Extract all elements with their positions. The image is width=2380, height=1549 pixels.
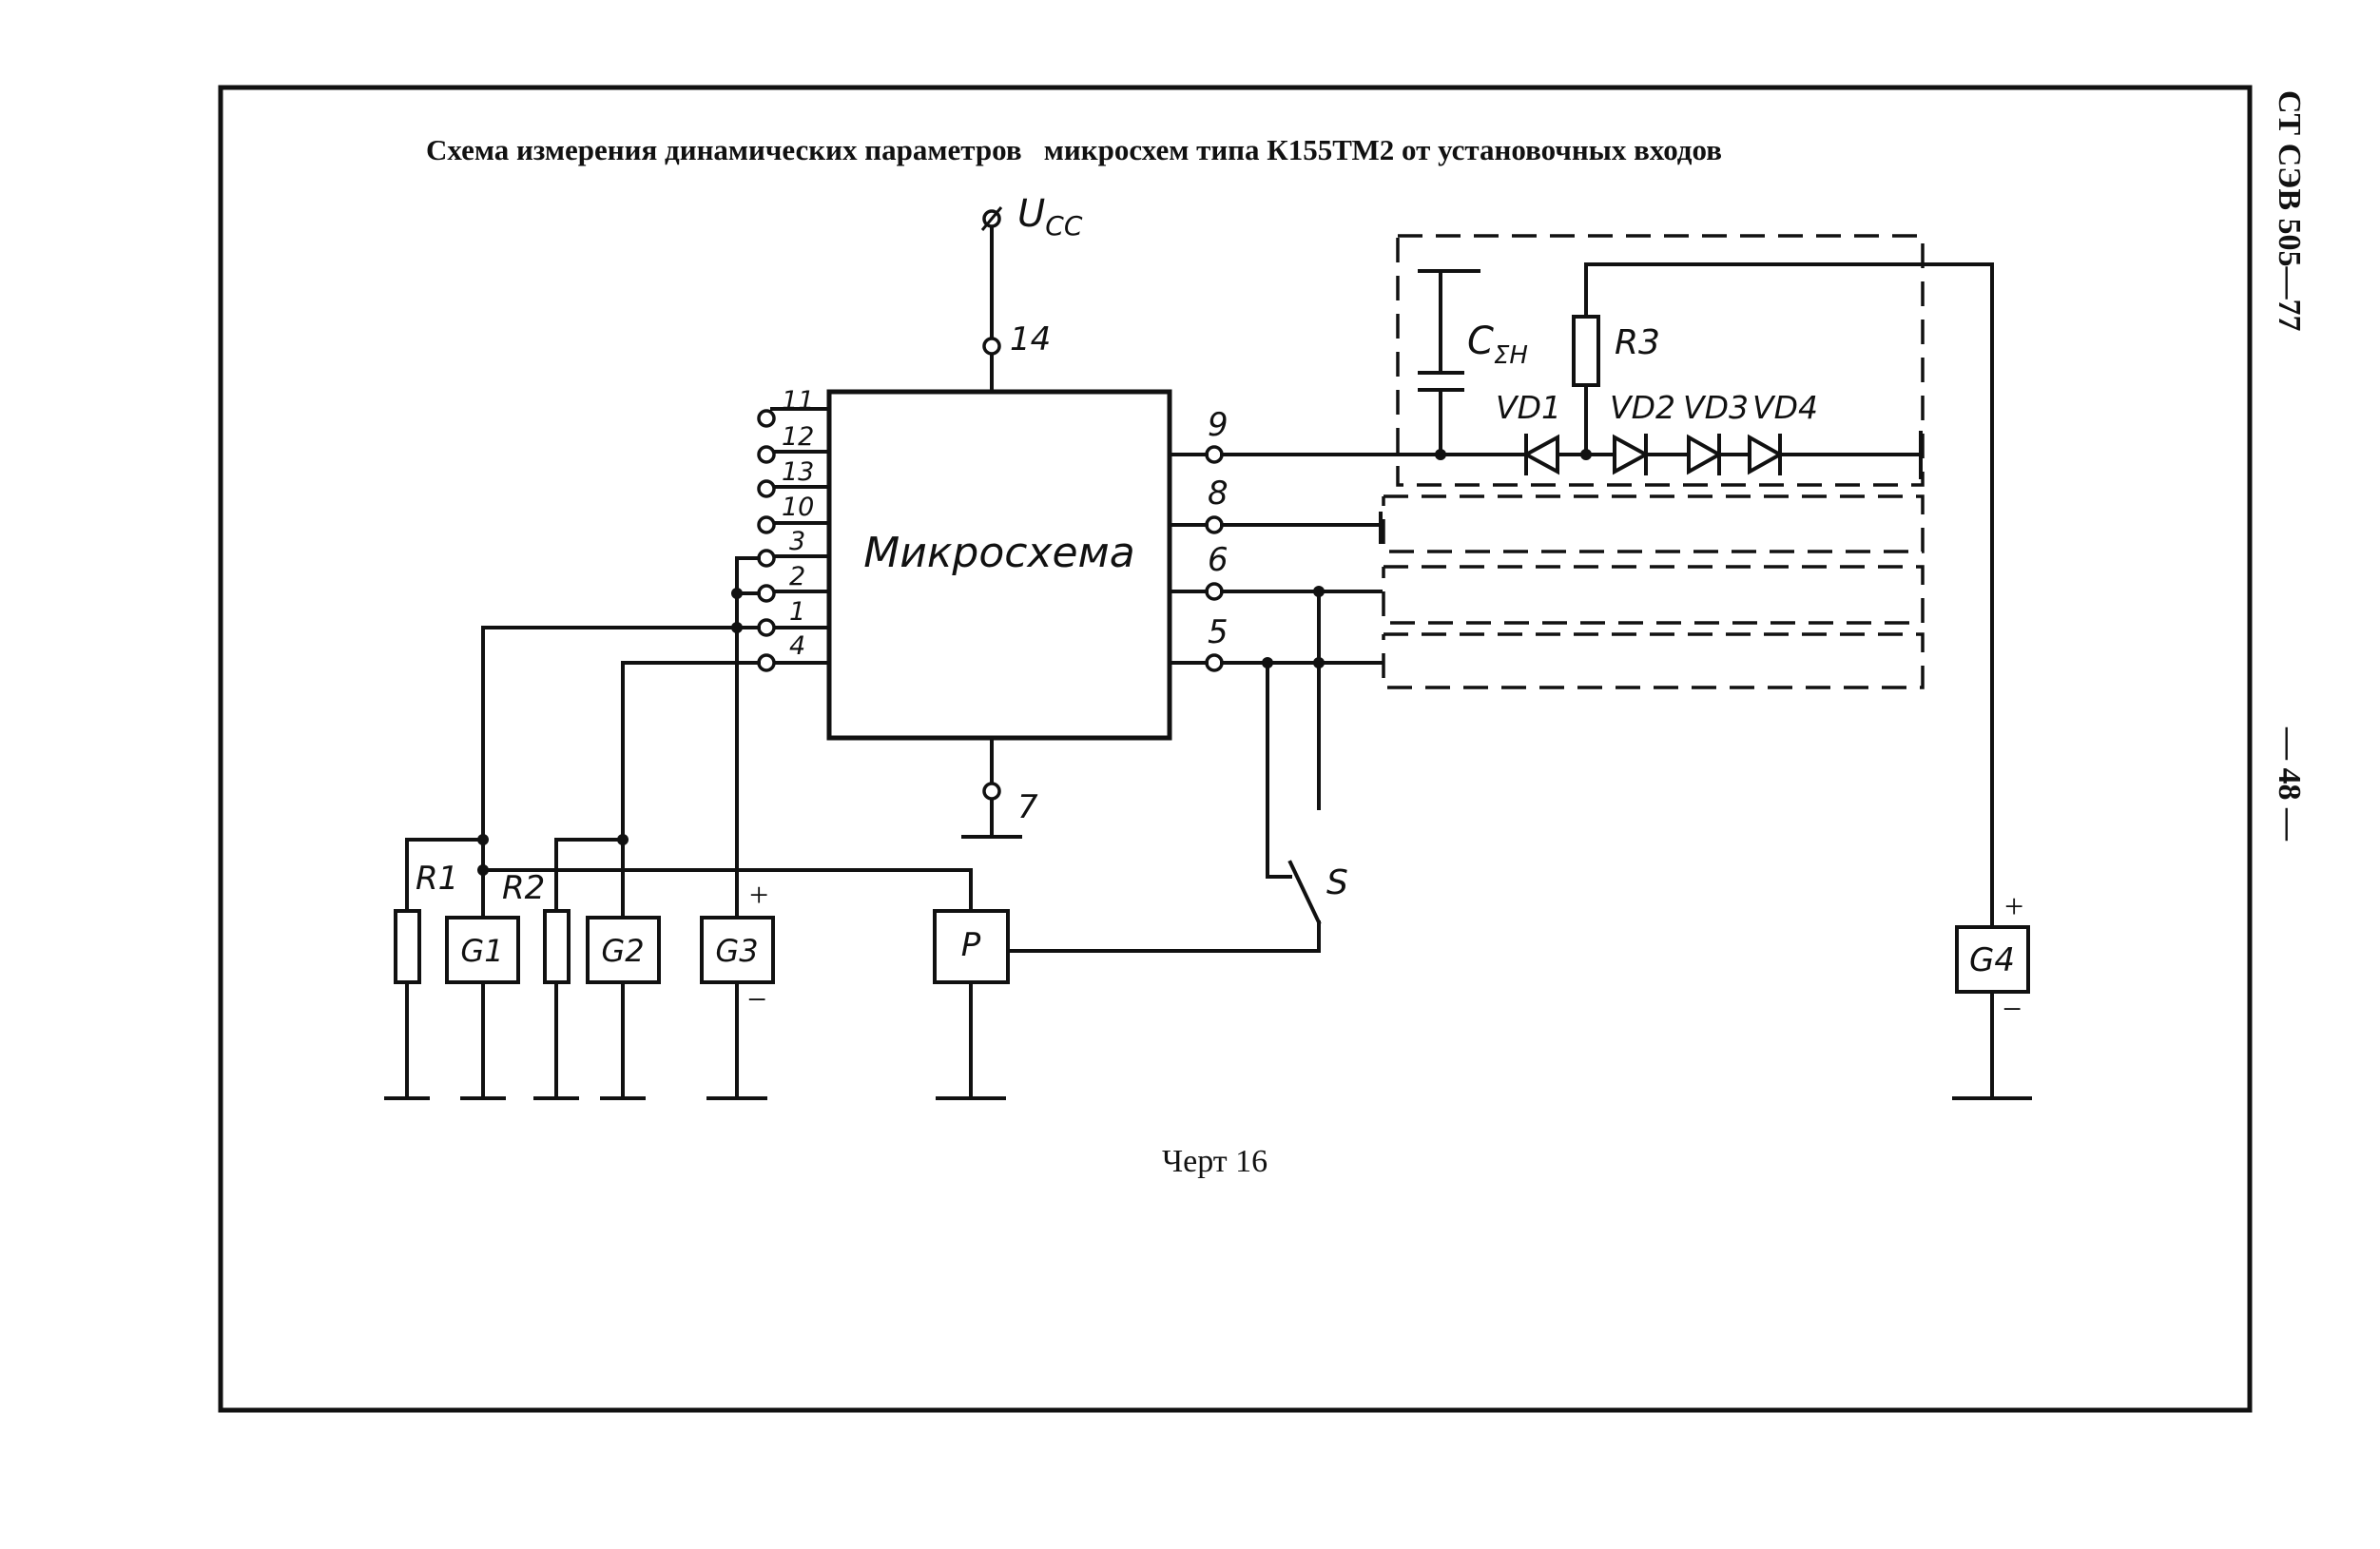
capacitor-label: CΣH (1467, 319, 1528, 370)
pin-13-terminal (757, 479, 776, 498)
diagram-title: Схема измерения динамических параметров … (426, 133, 1722, 166)
chip-label: Микросхема (863, 529, 1134, 577)
pin-2-terminal (757, 584, 776, 603)
pin-9-terminal (1205, 445, 1224, 464)
g4-plus: + (2004, 887, 2023, 925)
pin-5-label: 5 (1208, 613, 1229, 651)
ground-pin-7: 7 (961, 736, 1038, 839)
load-network-8 (1220, 494, 1925, 553)
pin-7-terminal (982, 782, 1001, 801)
generator-g3-branch: G3 + − (700, 876, 775, 1100)
pin-1-label: 1 (789, 597, 805, 627)
resistor-r1-label: R1 (416, 860, 458, 898)
pin-4-terminal (757, 653, 776, 672)
switch-label: S (1326, 863, 1348, 902)
chip-body (826, 389, 1172, 741)
pin-2-label: 2 (789, 562, 805, 591)
side-header: СТ СЭВ 505—77 — 48 — (2272, 90, 2307, 842)
pin-12-terminal (757, 445, 776, 464)
g4-minus: − (2003, 990, 2022, 1028)
pin-11-terminal (757, 409, 776, 428)
standard-number: СТ СЭВ 505—77 (2272, 90, 2307, 332)
pin-7-label: 7 (1017, 788, 1038, 826)
resistor-r3 (1572, 315, 1600, 387)
pin-11-label: 11 (782, 386, 814, 416)
pin-14-terminal (982, 337, 1001, 356)
generator-g3-label: G3 (715, 933, 758, 969)
generator-g4-label: G4 (1969, 941, 2015, 979)
diode-vd4-label: VD4 (1752, 389, 1818, 426)
pin-6-terminal (1205, 582, 1224, 601)
diode-vd4 (1748, 434, 1785, 475)
pin-14-label: 14 (1010, 320, 1051, 358)
pin-9-label: 9 (1208, 406, 1229, 444)
diode-vd3-label: VD3 (1683, 389, 1749, 426)
meter-p-label: P (961, 926, 981, 964)
resistor-r1-branch: R1 (384, 860, 458, 1100)
meter-p: P (933, 868, 1010, 1100)
left-pins: 11 12 13 10 3 2 1 4 (757, 386, 831, 672)
diode-vd2-label: VD2 (1610, 389, 1675, 426)
pin-12-label: 12 (782, 422, 814, 452)
pin-8-label: 8 (1208, 474, 1229, 513)
input-wiring (405, 556, 973, 920)
generator-g2-label: G2 (601, 933, 644, 969)
supply-label: UCC (1017, 192, 1083, 242)
pin-10-terminal (757, 515, 776, 534)
diode-vd1 (1521, 434, 1559, 475)
resistor-r2 (543, 909, 571, 984)
diode-vd1-label: VD1 (1496, 389, 1561, 426)
supply-line: UCC 14 (980, 192, 1083, 392)
diode-vd3 (1687, 434, 1724, 475)
generator-g1-label: G1 (460, 933, 503, 969)
g3-minus: − (747, 980, 766, 1018)
figure-caption: Черт 16 (1162, 1144, 1267, 1179)
load-network-6 (1220, 565, 1925, 625)
pin-4-label: 4 (789, 631, 805, 661)
load-network-5 (1220, 632, 1925, 689)
pin-5-terminal (1205, 653, 1224, 672)
load-network-9: CΣH R3 VD1 VD2 VD3 VD4 (1220, 234, 1994, 487)
generator-g2-branch: G2 (586, 916, 661, 1100)
pin-13-label: 13 (782, 457, 814, 487)
right-pins: 9 8 6 5 (1168, 406, 1229, 672)
generator-g1-branch: G1 (445, 916, 520, 1100)
pin-3-label: 3 (789, 527, 805, 556)
diode-vd2 (1613, 434, 1651, 475)
resistor-r2-branch: R2 (502, 869, 579, 1100)
page-frame (218, 85, 2253, 1413)
pin-3-terminal (757, 549, 776, 568)
pin-8-terminal (1205, 515, 1224, 534)
resistor-r3-label: R3 (1615, 323, 1660, 362)
generator-g4-branch: G4 + − (1952, 262, 2032, 1100)
pin-6-label: 6 (1208, 541, 1229, 579)
resistor-r1 (394, 909, 421, 984)
generator-g1 (445, 916, 520, 984)
resistor-r2-label: R2 (502, 869, 545, 907)
switch-s: S (1006, 590, 1348, 953)
g3-plus: + (749, 876, 768, 914)
pin-1-terminal (757, 618, 776, 637)
pin-10-label: 10 (782, 493, 814, 522)
page-number: — 48 — (2272, 726, 2307, 842)
